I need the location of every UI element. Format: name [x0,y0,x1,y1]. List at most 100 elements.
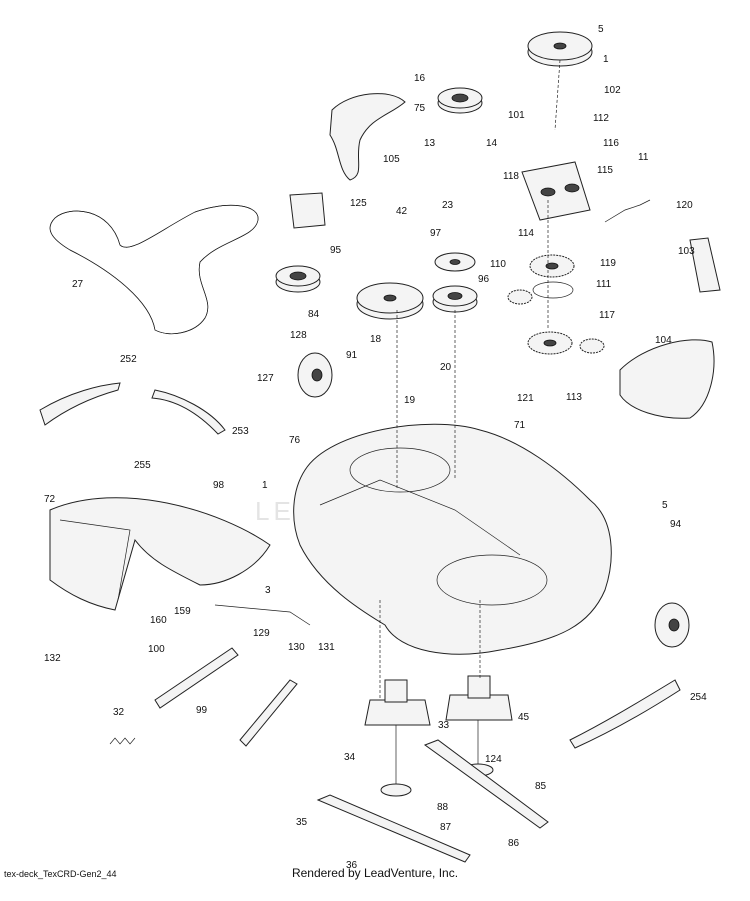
callout-99: 99 [196,705,208,716]
callout-91: 91 [346,350,358,361]
callout-1: 1 [262,480,268,491]
mower-deck-shell [293,423,612,655]
callout-11: 11 [638,152,649,163]
lift-rod [214,604,311,626]
callout-32: 32 [113,707,125,718]
idler-pulley-upper [437,87,483,114]
callout-27: 27 [72,279,84,290]
render-caption: Rendered by LeadVenture, Inc. [291,866,459,880]
gear-119-lower [527,331,573,355]
pulley-center [356,282,424,320]
callout-20: 20 [440,362,452,373]
callout-72: 72 [44,494,56,505]
diagram-code-label: tex-deck_TexCRD-Gen2_44 [4,869,117,879]
callout-17-top: 5 [598,24,604,35]
bracket-99-right [239,679,298,747]
belt-cover-left [329,93,406,181]
gauge-wheel-left [297,352,333,398]
callout-76: 76 [289,435,301,446]
pivot-bracket [521,161,591,221]
callout-160: 160 [150,615,167,626]
callout-3: 3 [265,585,271,596]
idler-pulley-left [275,265,321,293]
callout-129: 129 [253,628,270,639]
callout-42: 42 [396,206,408,217]
callout-36: 36 [346,860,358,871]
callout-88: 88 [437,802,449,813]
callout-130: 130 [288,642,305,653]
callout-100: 100 [148,644,165,655]
callout-131: 131 [318,642,335,653]
callout-120: 120 [676,200,693,211]
callout-45: 45 [518,712,530,723]
callout-115: 115 [597,165,613,176]
gear-119-upper [529,254,575,278]
callout-85: 85 [535,781,547,792]
pulley-top [527,31,593,67]
callout-121: 121 [517,393,534,404]
callout-87: 87 [440,822,452,833]
blade-85 [423,739,549,829]
baffle-254 [569,679,681,749]
callout-125: 125 [350,198,367,209]
callout-102: 102 [604,85,621,96]
gauge-wheel-right [654,602,690,648]
callout-71: 71 [514,420,526,431]
bracket-99-left [154,647,239,709]
callout-75: 75 [414,103,426,114]
callout-34: 34 [344,752,356,763]
callout-159: 159 [174,606,191,617]
callout-252: 252 [120,354,137,365]
callout-119: 119 [600,258,616,269]
pulley-75-center [432,285,478,313]
callout-97: 97 [430,228,442,239]
callout-16: 16 [414,73,426,84]
callout-98: 98 [213,480,225,491]
callout-33: 33 [438,720,450,731]
spring-32 [109,737,136,745]
blade-35 [316,794,471,863]
drive-belt [49,204,259,335]
callout-105: 105 [383,154,400,165]
pulley-97 [434,252,476,272]
callout-114: 114 [518,228,534,239]
callout-13: 13 [424,138,436,149]
callout-19: 19 [404,395,416,406]
belt-cover-right [619,339,715,419]
callout-35: 35 [296,817,308,828]
callout-118: 118 [503,171,519,182]
callout-110: 110 [490,259,506,270]
callout-124: 124 [485,754,502,765]
spring-120 [604,199,651,223]
callout-43-top: 1 [603,54,609,65]
callout-113: 113 [566,392,582,403]
baffle-252 [39,382,121,426]
callout-103: 103 [678,246,695,257]
gear-110-upper [507,289,533,305]
baffle-253 [151,389,226,435]
callout-101: 101 [508,110,525,121]
callout-104: 104 [655,335,672,346]
gear-ring-111 [532,281,574,299]
callout-23: 23 [442,200,454,211]
gear-110-lower [579,338,605,354]
belt-guard-103 [689,237,721,293]
callout-253: 253 [232,426,249,437]
callout-117: 117 [599,310,615,321]
callout-112: 112 [593,113,609,124]
callout-94: 94 [670,519,682,530]
callout-84: 84 [308,309,320,320]
callout-116: 116 [603,138,619,149]
callout-255: 255 [134,460,151,471]
callout-128: 128 [290,330,307,341]
spindle-housing-33 [364,679,431,726]
callout-86: 86 [508,838,520,849]
callout-5: 5 [662,500,668,511]
callout-132: 132 [44,653,61,664]
discharge-chute [49,497,271,611]
callout-96: 96 [478,274,490,285]
spindle-housing-45 [445,675,513,721]
callout-18: 18 [370,334,382,345]
callout-254: 254 [690,692,707,703]
